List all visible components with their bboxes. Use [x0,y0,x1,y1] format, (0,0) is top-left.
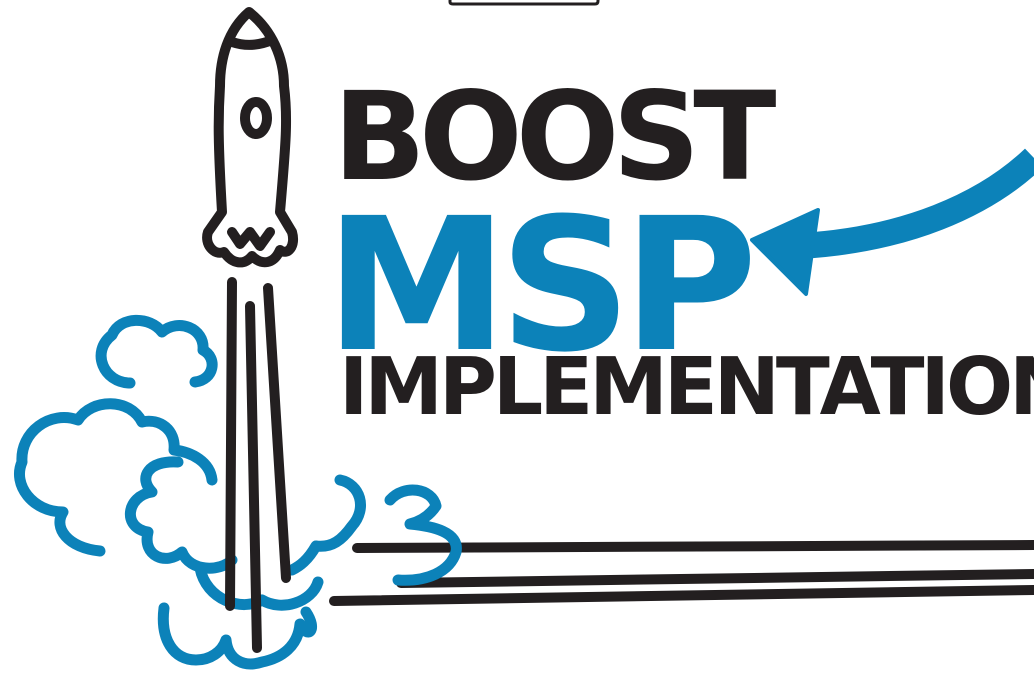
top-frame-edge [448,0,600,6]
rocket-icon [202,7,298,268]
curved-arrow-icon [750,148,1034,296]
headline-implementation: IMPLEMENTATION [339,341,1034,433]
headline-boost: BOOST [333,66,776,208]
headline-msp: MSP [325,179,757,393]
exhaust-lines [225,277,291,653]
speed-lines-icon [329,540,1034,606]
smoke-cloud-icon [14,314,462,670]
